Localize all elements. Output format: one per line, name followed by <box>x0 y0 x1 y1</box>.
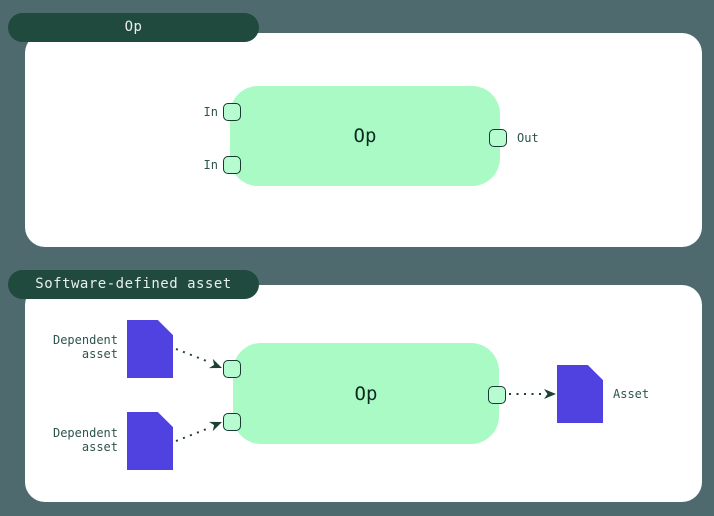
dependent-asset-label-line: asset <box>81 440 118 454</box>
dependent-asset-document-icon <box>127 320 173 378</box>
op-node: Op <box>230 86 500 186</box>
input-handle <box>223 413 241 431</box>
input-handle <box>223 360 241 378</box>
asset-document-icon <box>557 365 603 423</box>
dependent-asset-document-icon <box>127 412 173 470</box>
asset-label: Asset <box>613 387 650 401</box>
input-port-label: In <box>203 105 218 119</box>
dependent-asset-label: Dependent asset <box>40 333 118 361</box>
tab-op[interactable]: Op <box>8 13 259 42</box>
dependent-asset-label-line: asset <box>81 347 118 361</box>
op-node-label: Op <box>353 125 377 147</box>
input-handle <box>223 103 241 121</box>
input-handle <box>223 156 241 174</box>
op-node: Op <box>233 343 499 444</box>
output-port-label: Out <box>517 131 539 145</box>
dependent-asset-label-line: Dependent <box>52 333 118 347</box>
op-node-label: Op <box>354 382 378 405</box>
dependent-asset-label: Dependent asset <box>40 426 118 454</box>
output-handle <box>488 386 506 404</box>
output-handle <box>489 129 507 147</box>
dependent-asset-label-line: Dependent <box>52 426 118 440</box>
tab-software-defined-asset[interactable]: Software-defined asset <box>8 270 259 299</box>
input-port-label: In <box>203 158 218 172</box>
